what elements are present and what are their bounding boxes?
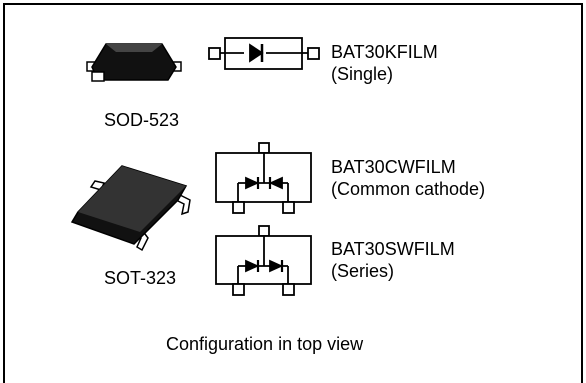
series-part-number: BAT30SWFILM (331, 239, 455, 259)
sot-323-package-icon (70, 165, 191, 252)
single-part-number: BAT30KFILM (331, 42, 438, 62)
common-cathode-part-number: BAT30CWFILM (331, 157, 456, 177)
figure-frame (3, 3, 583, 383)
series-config-desc: (Series) (331, 261, 395, 281)
sod-523-label: SOD-523 (104, 110, 180, 130)
common-cathode-icon (215, 142, 312, 214)
series-diodes-icon (215, 225, 312, 296)
common-cathode-config-desc: (Common cathode) (331, 179, 486, 199)
single-config-desc: (Single) (331, 64, 394, 84)
sod-523-package-icon (86, 43, 182, 82)
single-diode-icon (208, 37, 320, 70)
sot-323-label: SOT-323 (104, 268, 177, 288)
figure-caption: Configuration in top view (166, 334, 364, 354)
